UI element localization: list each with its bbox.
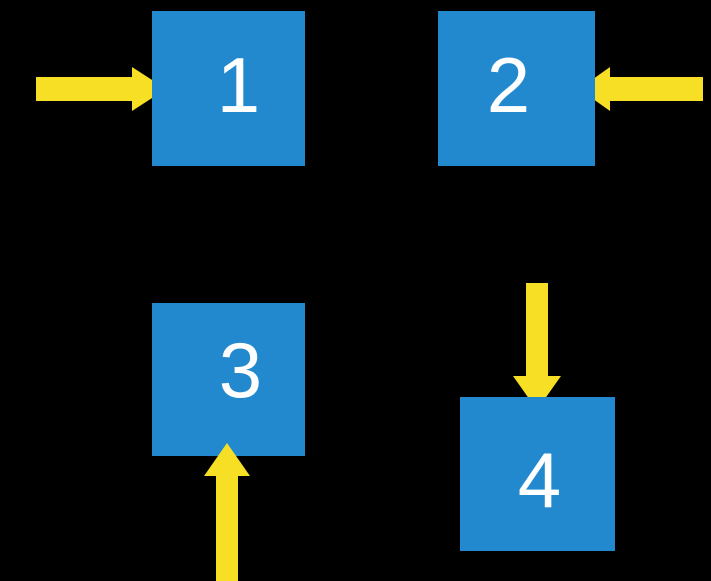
- arrow-into-node-4[interactable]: [513, 283, 561, 410]
- node-2[interactable]: 2: [438, 11, 595, 166]
- node-4[interactable]: 4: [460, 397, 615, 551]
- node-1-label: 1: [216, 40, 261, 129]
- arrow-into-node-2[interactable]: [579, 67, 703, 111]
- node-4-label: 4: [517, 436, 562, 524]
- node-3-label: 3: [218, 325, 263, 414]
- node-3[interactable]: 3: [152, 303, 305, 456]
- node-2-label: 2: [486, 40, 531, 129]
- arrow-into-node-3[interactable]: [204, 443, 250, 581]
- arrow-into-node-1[interactable]: [36, 67, 166, 111]
- node-1[interactable]: 1: [152, 11, 305, 166]
